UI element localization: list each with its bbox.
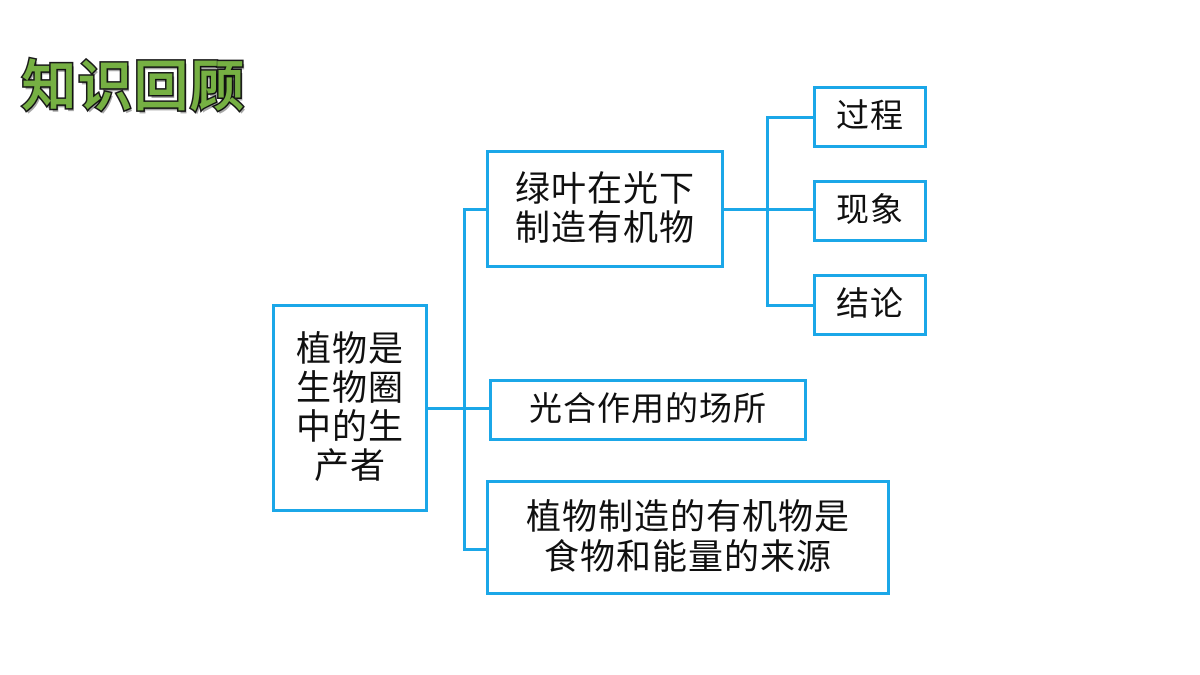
node-phenomenon[interactable]: 现象 (813, 180, 927, 242)
connector-root-to-trunk (428, 407, 464, 410)
connector-to-phenomenon (766, 208, 815, 211)
node-green-leaf-organic-matter[interactable]: 绿叶在光下 制造有机物 (486, 150, 724, 268)
connector-trunk-to-source (463, 548, 489, 551)
connector-leaf-to-subtrunk (724, 208, 768, 211)
connector-to-conclusion (766, 304, 815, 307)
node-photosynthesis-site[interactable]: 光合作用的场所 (489, 379, 807, 441)
connector-trunk-to-leaf (463, 208, 489, 211)
connector-trunk-leaf-branch (766, 116, 769, 307)
page-title: 知识回顾 (21, 55, 246, 118)
connector-trunk-to-site (463, 407, 491, 410)
connector-trunk-main (463, 208, 466, 550)
node-food-energy-source[interactable]: 植物制造的有机物是 食物和能量的来源 (486, 480, 890, 595)
connector-to-process (766, 116, 815, 119)
node-conclusion[interactable]: 结论 (813, 274, 927, 336)
node-process[interactable]: 过程 (813, 86, 927, 148)
node-root-producers[interactable]: 植物是 生物圈 中的生 产者 (272, 304, 428, 512)
